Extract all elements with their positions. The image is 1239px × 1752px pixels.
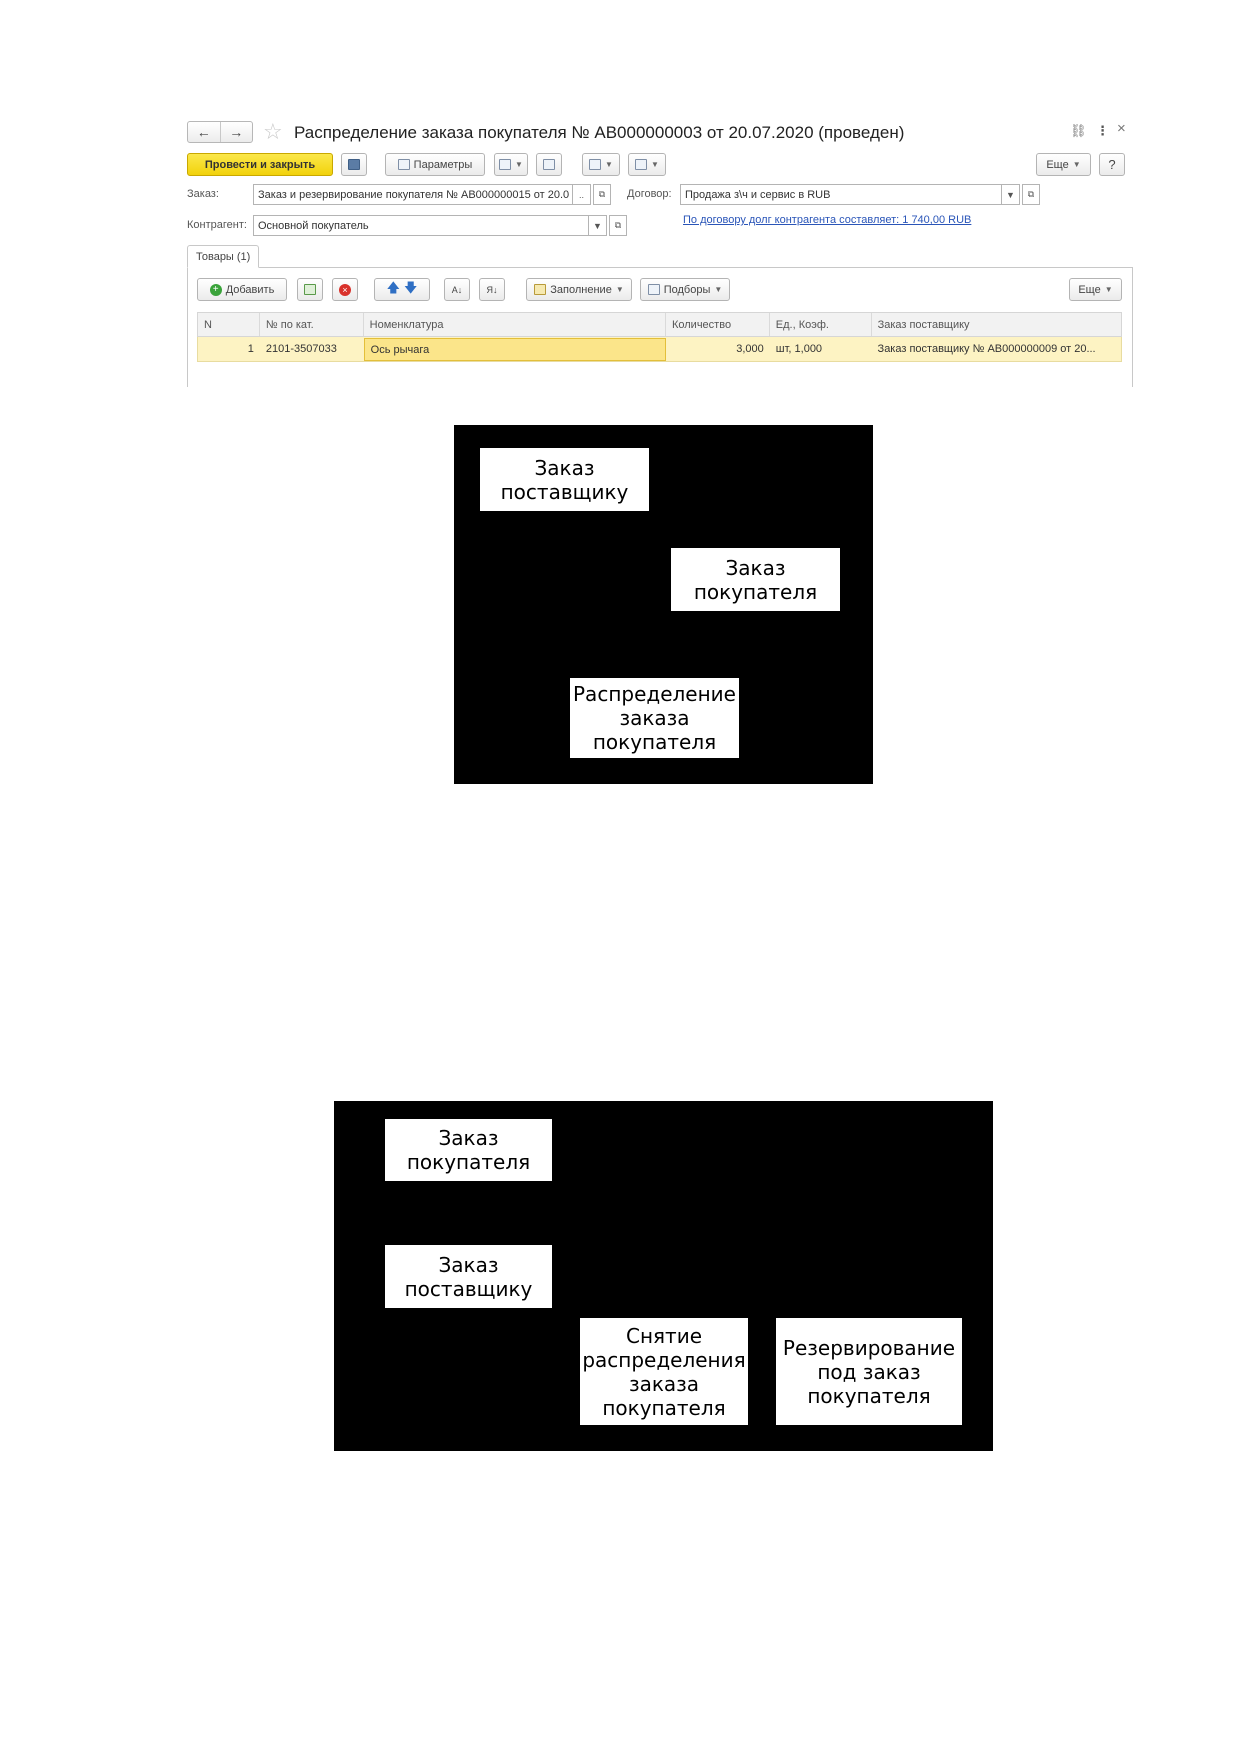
debt-link[interactable]: По договору долг контрагента составляет:… — [683, 214, 972, 226]
diagram-1: Заказ поставщику Заказ покупателя Распре… — [454, 425, 873, 784]
diagram1-box-customer-order: Заказ покупателя — [671, 548, 840, 611]
diagram2-box-customer-order: Заказ покупателя — [385, 1119, 552, 1181]
sort-asc-icon: A↓ — [451, 284, 463, 295]
structure-icon — [543, 159, 555, 170]
table-row[interactable]: 1 2101-3507033 Ось рычага 3,000 шт, 1,00… — [197, 337, 1122, 362]
fill-button-label: Заполнение — [550, 283, 612, 296]
col-header-catalog-no[interactable]: № по кат. — [260, 313, 364, 336]
print-button[interactable]: ▼ — [494, 153, 528, 176]
favorite-star-icon[interactable]: ☆ — [263, 119, 283, 144]
diagram1-box-supplier-order: Заказ поставщику — [480, 448, 649, 511]
params-button[interactable]: Параметры — [385, 153, 485, 176]
document-icon — [397, 159, 410, 170]
tab-goods[interactable]: Товары (1) — [187, 245, 260, 268]
create-based-button[interactable]: ▼ — [582, 153, 620, 176]
table-more-button-label: Еще — [1078, 283, 1101, 296]
diagram-2: Заказ покупателя Заказ поставщику Снятие… — [334, 1101, 993, 1451]
report-icon — [635, 159, 648, 170]
document-window: ← → ☆ Распределение заказа покупателя № … — [187, 117, 1133, 387]
move-buttons: 🡅🡇 — [374, 278, 430, 301]
order-field[interactable]: Заказ и резервирование покупателя № АВ00… — [253, 184, 573, 205]
cell-quantity[interactable]: 3,000 — [736, 343, 764, 355]
goods-panel — [187, 268, 1133, 387]
params-button-label: Параметры — [413, 158, 473, 171]
diagram2-box-reservation: Резервирование под заказ покупателя — [776, 1318, 962, 1425]
col-header-item[interactable]: Номенклатура — [364, 313, 666, 336]
post-and-close-button[interactable]: Провести и закрыть — [187, 153, 333, 176]
cell-item[interactable]: Ось рычага — [363, 338, 666, 361]
goods-table: N № по кат. Номенклатура Количество Ед.,… — [197, 312, 1122, 362]
chevron-down-icon: ▼ — [615, 285, 624, 294]
reports-button[interactable]: ▼ — [628, 153, 666, 176]
structure-button[interactable] — [536, 153, 562, 176]
sort-desc-button[interactable]: Я↓ — [479, 278, 505, 301]
col-header-n[interactable]: N — [198, 313, 260, 336]
fill-button[interactable]: Заполнение▼ — [526, 278, 632, 301]
col-header-unit[interactable]: Ед., Коэф. — [770, 313, 872, 336]
cell-catalog-no[interactable]: 2101-3507033 — [265, 343, 337, 355]
table-header: N № по кат. Номенклатура Количество Ед.,… — [197, 312, 1122, 337]
col-header-supplier-order[interactable]: Заказ поставщику — [877, 318, 970, 331]
table-more-button[interactable]: Еще▼ — [1069, 278, 1122, 301]
copy-icon — [304, 284, 316, 295]
copy-row-button[interactable] — [297, 278, 323, 301]
diagram2-box-supplier-order: Заказ поставщику — [385, 1245, 552, 1308]
contractor-label: Контрагент: — [187, 219, 247, 231]
sort-asc-button[interactable]: A↓ — [444, 278, 470, 301]
contract-dropdown-icon[interactable]: ▼ — [1002, 184, 1020, 205]
delete-row-button[interactable]: × — [332, 278, 358, 301]
printer-icon — [499, 159, 512, 170]
window-title: Распределение заказа покупателя № АВ0000… — [294, 123, 905, 142]
cell-supplier-order[interactable]: Заказ поставщику № АВ000000009 от 20... — [877, 343, 1096, 355]
pick-button[interactable]: Подборы▼ — [640, 278, 730, 301]
contractor-dropdown-icon[interactable]: ▼ — [589, 215, 607, 236]
sort-desc-icon: Я↓ — [486, 284, 498, 295]
add-row-button-label: Добавить — [225, 283, 275, 296]
help-button[interactable]: ? — [1099, 153, 1125, 176]
chevron-down-icon: ▼ — [605, 160, 613, 169]
nav-buttons: ← → — [187, 121, 253, 143]
cell-n[interactable]: 1 — [247, 343, 254, 355]
contract-field[interactable]: Продажа з\ч и сервис в RUB — [680, 184, 1002, 205]
contract-open-icon[interactable]: ⧉ — [1022, 184, 1040, 205]
chevron-down-icon: ▼ — [515, 160, 523, 169]
fill-icon — [534, 284, 547, 295]
diagram1-box-order-distribution: Распределение заказа покупателя — [570, 678, 739, 758]
back-button[interactable]: ← — [196, 124, 211, 140]
contractor-open-icon[interactable]: ⧉ — [609, 215, 627, 236]
close-icon[interactable]: × — [1117, 120, 1126, 137]
add-icon: + — [209, 283, 222, 296]
pick-button-label: Подборы — [663, 283, 711, 296]
link-icon[interactable]: ⛓ — [1070, 123, 1087, 138]
tabs-divider — [187, 267, 1133, 268]
pick-icon — [647, 284, 660, 295]
cell-unit[interactable]: шт, 1,000 — [775, 343, 823, 355]
move-down-icon[interactable]: 🡇 — [404, 279, 418, 295]
col-header-quantity[interactable]: Количество — [666, 313, 770, 336]
chevron-down-icon: ▼ — [651, 160, 659, 169]
order-open-icon[interactable]: ⧉ — [593, 184, 611, 205]
chevron-down-icon: ▼ — [1072, 160, 1081, 169]
chevron-down-icon: ▼ — [1104, 285, 1113, 294]
save-button[interactable] — [341, 153, 367, 176]
order-label: Заказ: — [187, 188, 219, 200]
save-icon — [348, 159, 360, 170]
more-button-label: Еще — [1046, 158, 1069, 171]
chevron-down-icon: ▼ — [714, 285, 723, 294]
forward-button[interactable]: → — [219, 122, 253, 142]
order-select-button[interactable]: .. — [573, 184, 591, 205]
more-actions-icon[interactable]: ⋮ — [1096, 123, 1109, 138]
diagram2-box-cancel-distribution: Снятие распределения заказа покупателя — [580, 1318, 748, 1425]
create-based-icon — [589, 159, 602, 170]
move-up-icon[interactable]: 🡅 — [386, 279, 400, 295]
add-row-button[interactable]: + Добавить — [197, 278, 287, 301]
contract-label: Договор: — [627, 188, 672, 200]
contractor-field[interactable]: Основной покупатель — [253, 215, 589, 236]
more-button[interactable]: Еще▼ — [1036, 153, 1091, 176]
delete-icon: × — [339, 283, 351, 296]
